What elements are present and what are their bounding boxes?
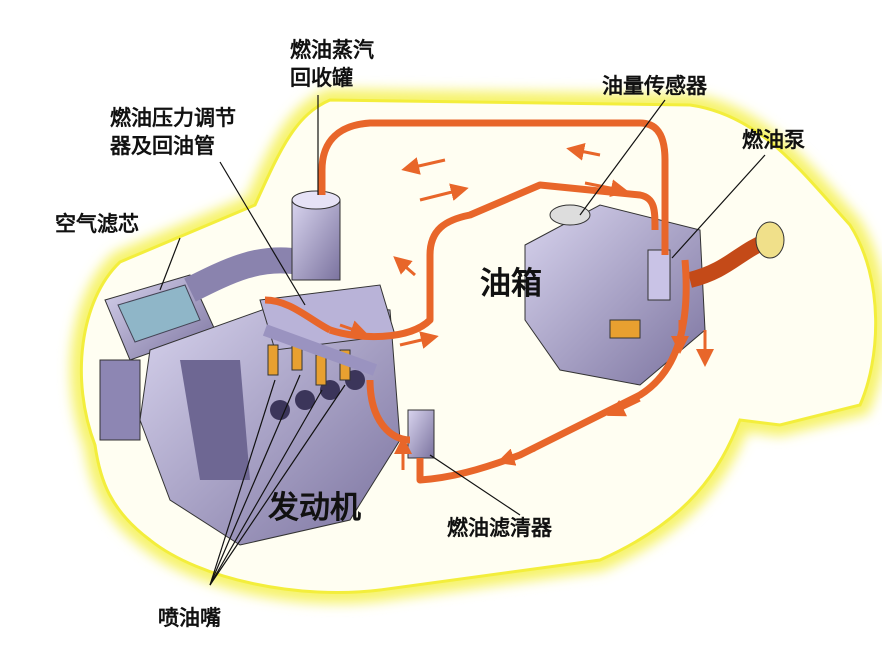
fuel-tank <box>524 204 785 386</box>
label-injectors: 喷油嘴 <box>158 606 221 630</box>
blank-corner <box>590 590 882 656</box>
fuel-injectors <box>262 324 378 386</box>
label-regulator-line2: 器及回油管 <box>110 134 215 158</box>
label-engine: 发动机 <box>268 490 361 526</box>
label-fuel-pump: 燃油泵 <box>742 128 805 152</box>
label-fuel-filter: 燃油滤清器 <box>447 516 552 540</box>
label-air-filter: 空气滤芯 <box>55 212 139 236</box>
label-fuel-tank: 油箱 <box>480 266 542 302</box>
fuel-lines <box>264 119 690 484</box>
label-regulator-line1: 燃油压力调节 <box>110 106 236 130</box>
flow-arrows <box>339 142 714 470</box>
label-fuel-gauge-sensor: 油量传感器 <box>602 74 707 98</box>
fuel-filter <box>407 409 435 459</box>
label-vapor-canister-line2: 回收罐 <box>290 66 353 90</box>
leader-lines <box>159 95 766 586</box>
label-vapor-canister-line1: 燃油蒸汽 <box>290 38 374 62</box>
vapor-canister <box>291 190 341 281</box>
